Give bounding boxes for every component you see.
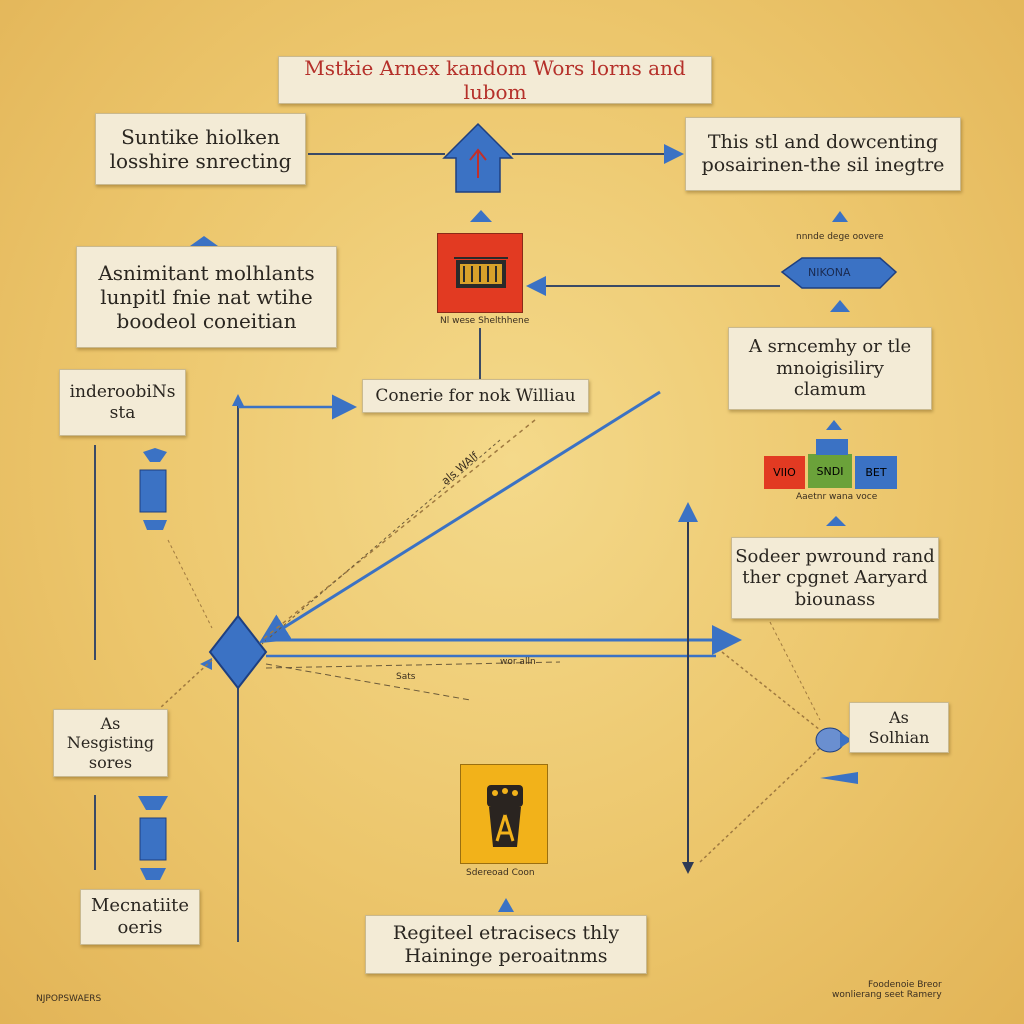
box-top-left-text: Suntike hiolken losshire snrecting — [109, 125, 292, 173]
box-center-label-text: Conerie for nok Williau — [375, 385, 576, 406]
box-right-lower-text: Sodeer pwround rand ther cpgnet Aaryard … — [735, 545, 935, 610]
color-row-caption: Aaetnr wana voce — [796, 492, 878, 502]
blue-marker-icon — [139, 817, 167, 861]
red-block-caption: Nl wese Shelthhene — [440, 316, 530, 326]
box-right-small: As Solhian — [849, 702, 949, 753]
footer-right: Foodenoie Breor wonlierang seet Ramery — [832, 980, 942, 1000]
small-up-triangle — [190, 236, 218, 246]
diamond-node-icon — [208, 614, 268, 690]
box-right-mid-text: A srncemhy or tle mnoigisiliry clamum — [748, 336, 912, 401]
diagram-title-text: Mstkie Arnex kandom Wors lorns and lubom — [304, 56, 686, 104]
box-top-right-text: This stl and dowcenting posairinen-the s… — [701, 131, 945, 176]
box-center-label: Conerie for nok Williau — [362, 379, 589, 413]
color-cell-green-label: SNDI — [816, 464, 844, 478]
blue-marker-icon — [139, 469, 167, 513]
scroll-icon — [454, 257, 508, 288]
diagram-title: Mstkie Arnex kandom Wors lorns and lubom — [278, 56, 712, 104]
box-left-mid: Asnimitant molhlants lunpitl fnie nat wt… — [76, 246, 337, 348]
box-right-mid: A srncemhy or tle mnoigisiliry clamum — [728, 327, 932, 410]
box-left-mid-text: Asnimitant molhlants lunpitl fnie nat wt… — [98, 261, 315, 333]
color-cell-red: VIIO — [764, 456, 805, 489]
right-top-small-caption: nnnde dege oovere — [796, 232, 884, 242]
hexagon-icon — [780, 257, 898, 289]
box-right-small-text: As Solhian — [868, 708, 930, 747]
box-left-small-text: inderoobiNs sta — [69, 382, 176, 423]
box-top-right: This stl and dowcenting posairinen-the s… — [685, 117, 961, 191]
color-cell-blue-label: BET — [865, 466, 887, 479]
small-up-triangle — [498, 898, 514, 912]
box-bottom-center: Regiteel etracisecs thly Haininge peroai… — [365, 915, 647, 974]
line-left-label: Sats — [396, 672, 416, 682]
hexagon-label: NIKONA — [808, 266, 851, 279]
small-up-triangle — [830, 300, 850, 312]
red-block — [437, 233, 523, 313]
box-left-low-text: As Nesgisting sores — [66, 714, 155, 772]
color-cell-blue — [816, 439, 848, 455]
color-cell-red-label: VIIO — [773, 466, 796, 479]
small-left-triangle — [820, 772, 858, 784]
box-bottom-center-text: Regiteel etracisecs thly Haininge peroai… — [392, 921, 620, 967]
yellow-block — [460, 764, 548, 864]
small-node-icon — [815, 727, 845, 753]
small-up-triangle — [826, 516, 846, 526]
box-top-left: Suntike hiolken losshire snrecting — [95, 113, 306, 185]
small-up-triangle — [832, 211, 848, 222]
box-bottom-left: Mecnatiite oeris — [80, 889, 200, 945]
box-right-lower: Sodeer pwround rand ther cpgnet Aaryard … — [731, 537, 939, 619]
diagonal-dashed — [261, 439, 501, 645]
box-left-small: inderoobiNs sta — [59, 369, 186, 436]
box-bottom-left-text: Mecnatiite oeris — [90, 895, 190, 938]
small-up-triangle — [826, 420, 842, 430]
footer-left: NJPOPSWAERS — [36, 994, 102, 1004]
line-mid-label: wor alln — [500, 657, 536, 667]
diagonal-dashed — [261, 419, 536, 641]
box-left-low: As Nesgisting sores — [53, 709, 168, 777]
yellow-block-caption: Sdereoad Coon — [466, 868, 535, 878]
diagonal-arrow — [258, 390, 661, 644]
blue-marker-icon — [138, 796, 168, 810]
color-cell-blue-main: BET — [855, 456, 897, 489]
color-cell-green: SNDI — [808, 454, 852, 488]
emblem-icon — [487, 785, 523, 847]
small-up-triangle — [470, 210, 492, 222]
blue-marker-icon — [143, 448, 167, 462]
